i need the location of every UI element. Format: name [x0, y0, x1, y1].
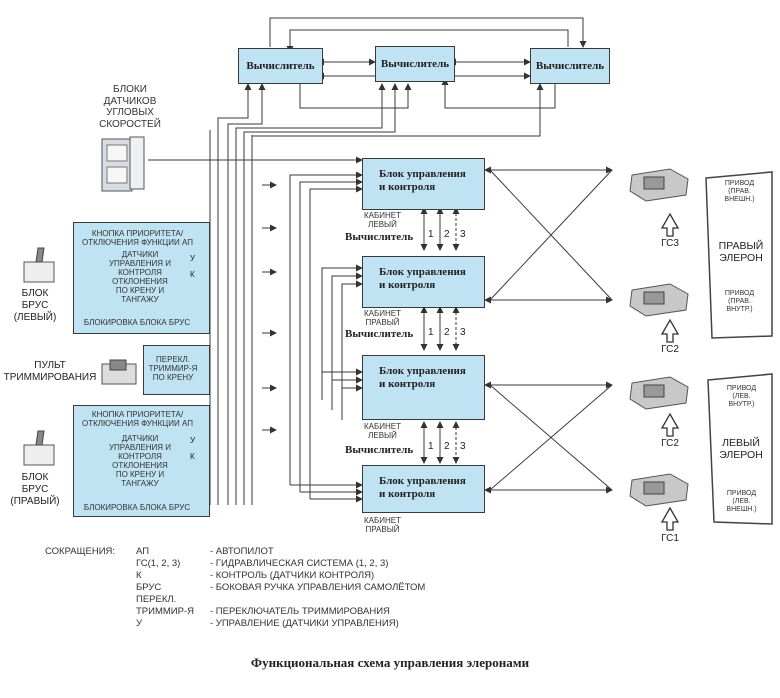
abbr-key: К: [136, 570, 142, 581]
abbr-value: - ГИДРАВЛИЧЕСКАЯ СИСТЕМА (1, 2, 3): [210, 558, 389, 569]
hydro-label: ГС2: [661, 438, 679, 449]
trim-panel-title: ПУЛЬТ ТРИММИРОВАНИЯ: [3, 360, 97, 383]
left-outer-drive: ПРИВОД (ЛЕВ. ВНЕШН.): [726, 490, 757, 513]
calculator-box: Вычислитель: [530, 48, 610, 84]
actuator-icon: [629, 168, 689, 202]
letter-u: У: [190, 436, 196, 445]
abbr-value: - БОКОВАЯ РУЧКА УПРАВЛЕНИЯ САМОЛЁТОМ: [210, 582, 426, 593]
channel-number: 1: [428, 327, 434, 338]
channel-number: 2: [444, 327, 450, 338]
abbr-key: АП: [136, 546, 150, 557]
calc-link-label: Вычислитель: [345, 444, 414, 456]
right-inner-drive: ПРИВОД (ПРАВ. ВНУТР.): [724, 290, 755, 313]
side-stick-icon: [23, 247, 55, 283]
letter-k: К: [190, 270, 195, 279]
side-stick-icon: [23, 430, 55, 466]
control-unit-2: Блок управления и контроля: [362, 256, 485, 308]
brus-right-sensors: ДАТЧИКИ УПРАВЛЕНИЯ И КОНТРОЛЯ ОТКЛОНЕНИЯ…: [108, 434, 172, 488]
abbr-key: ПЕРЕКЛ. ТРИММИР-Я: [136, 594, 194, 617]
channel-number: 3: [460, 441, 466, 452]
brus-left-panel: [73, 222, 210, 334]
abbr-value: - КОНТРОЛЬ (ДАТЧИКИ КОНТРОЛЯ): [210, 570, 375, 581]
trim-panel-icon: [101, 359, 137, 385]
control-unit-1: Блок управления и контроля: [362, 158, 485, 210]
control-unit-4: Блок управления и контроля: [362, 465, 485, 513]
calculator-label: Вычислитель: [535, 60, 605, 72]
sensors-title: БЛОКИ ДАТЧИКОВ УГЛОВЫХ СКОРОСТЕЙ: [99, 84, 161, 130]
calc-link-label: Вычислитель: [345, 231, 414, 243]
abbreviations-header: СОКРАЩЕНИЯ:: [45, 546, 116, 557]
cabinet-label: КАБИНЕТ ПРАВЫЙ: [364, 309, 401, 327]
abbr-value: - АВТОПИЛОТ: [210, 546, 274, 557]
abbr-value: - ПЕРЕКЛЮЧАТЕЛЬ ТРИММИРОВАНИЯ: [210, 605, 390, 617]
hydro-label: ГС3: [661, 238, 679, 249]
letter-k: К: [190, 452, 195, 461]
cabinet-label: КАБИНЕТ ЛЕВЫЙ: [364, 422, 401, 440]
figure-caption: Функциональная схема управления элеронам…: [250, 655, 530, 670]
calculator-box: Вычислитель: [375, 46, 455, 82]
hydro-label: ГС1: [661, 533, 679, 544]
brus-right-lock: БЛОКИРОВКА БЛОКА БРУС: [83, 503, 191, 512]
control-unit-3: Блок управления и контроля: [362, 355, 485, 420]
brus-left-sensors: ДАТЧИКИ УПРАВЛЕНИЯ И КОНТРОЛЯ ОТКЛОНЕНИЯ…: [108, 250, 172, 304]
channel-number: 1: [428, 441, 434, 452]
abbr-key: БРУС: [136, 582, 162, 593]
actuator-icon: [629, 376, 689, 410]
left-aileron-title: ЛЕВЫЙ ЭЛЕРОН: [719, 437, 763, 461]
letter-u: У: [190, 254, 196, 263]
trim-switch-label: ПЕРЕКЛ. ТРИММИР-Я ПО КРЕНУ: [148, 355, 198, 382]
actuator-icon: [629, 473, 689, 507]
calc-link-label: Вычислитель: [345, 328, 414, 340]
abbr-key: У: [136, 618, 143, 629]
channel-number: 1: [428, 229, 434, 240]
calculator-label: Вычислитель: [380, 58, 450, 70]
aileron-outlines: [705, 171, 773, 525]
abbr-value: - УПРАВЛЕНИЕ (ДАТЧИКИ УПРАВЛЕНИЯ): [210, 618, 399, 629]
trim-switch-box: [143, 345, 210, 395]
abbr-key: ГС(1, 2, 3): [136, 558, 181, 569]
channel-number: 2: [444, 441, 450, 452]
actuator-icon: [629, 283, 689, 317]
brus-left-title: БЛОК БРУС (ЛЕВЫЙ): [13, 288, 57, 323]
brus-right-panel: [73, 405, 210, 517]
sensor-unit-icon: [101, 136, 145, 192]
channel-number: 3: [460, 229, 466, 240]
cabinet-label: КАБИНЕТ ПРАВЫЙ: [364, 516, 401, 534]
channel-number: 3: [460, 327, 466, 338]
left-inner-drive: ПРИВОД (ЛЕВ. ВНУТР.): [726, 385, 757, 408]
right-aileron-title: ПРАВЫЙ ЭЛЕРОН: [718, 240, 764, 264]
right-outer-drive: ПРИВОД (ПРАВ. ВНЕШН.): [724, 180, 755, 203]
brus-left-lock: БЛОКИРОВКА БЛОКА БРУС: [83, 318, 191, 327]
hydro-label: ГС2: [661, 344, 679, 355]
calculator-label: Вычислитель: [246, 60, 315, 72]
cabinet-label: КАБИНЕТ ЛЕВЫЙ: [364, 211, 401, 229]
calculator-box: Вычислитель: [238, 48, 323, 84]
brus-left-priority: КНОПКА ПРИОРИТЕТА/ ОТКЛЮЧЕНИЯ ФУНКЦИИ АП: [82, 229, 193, 247]
brus-right-title: БЛОК БРУС (ПРАВЫЙ): [10, 472, 60, 507]
brus-right-priority: КНОПКА ПРИОРИТЕТА/ ОТКЛЮЧЕНИЯ ФУНКЦИИ АП: [82, 410, 193, 428]
channel-number: 2: [444, 229, 450, 240]
